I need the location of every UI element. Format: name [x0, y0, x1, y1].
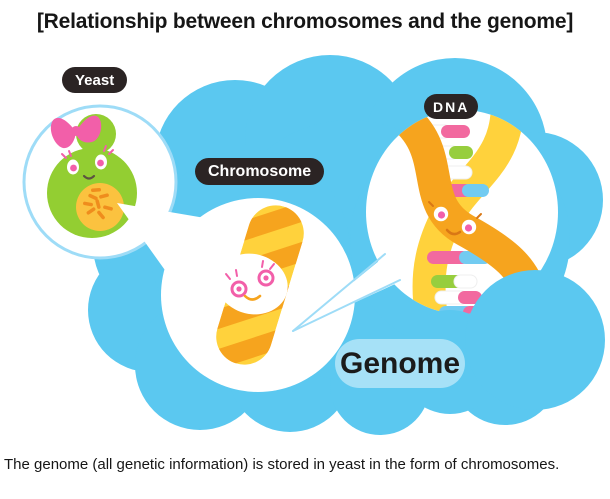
dna-right-pupil [464, 224, 473, 232]
bow-knot [71, 126, 81, 136]
bow-right-loop [76, 115, 102, 143]
label-chromosome: Chromosome [195, 158, 325, 185]
pointer-chromosome-to-dna [292, 252, 408, 332]
dna-character [380, 110, 549, 314]
pointer-wedge [293, 252, 408, 331]
label-genome: Genome [335, 339, 465, 388]
yeast-character [47, 114, 137, 238]
dna-mouth [445, 228, 462, 236]
label-yeast: Yeast [62, 67, 128, 93]
yeast-face [61, 145, 114, 180]
dna-rung [431, 274, 478, 289]
dna-left-pupil [437, 211, 446, 219]
caption-text: The genome (all genetic information) is … [4, 456, 560, 473]
yeast-eyelashes [61, 145, 114, 159]
nucleus-chromosome-rods [83, 187, 113, 220]
pointer-edge [292, 279, 401, 332]
yeast-left-pupil [70, 164, 77, 172]
dna-face [428, 201, 482, 236]
label-dna: DNA [424, 94, 479, 119]
chromosome-left-pupil [236, 286, 242, 292]
pointer-edge [292, 253, 386, 332]
cloud-bump [465, 270, 605, 410]
chromosome-right-pupil [263, 275, 269, 281]
bow-icon [50, 115, 102, 149]
page-title: [Relationship between chromosomes and th… [36, 10, 574, 33]
yeast-mouth [82, 174, 96, 180]
bow-left-loop [50, 117, 76, 149]
dna-strand-front [380, 110, 549, 314]
chromosome-face [216, 253, 288, 315]
yeast-right-pupil [97, 159, 104, 167]
pointer-yeast-to-chromosome [117, 203, 205, 280]
chromosome-mouth [243, 294, 262, 301]
dna-rung [434, 290, 482, 305]
chromosome-eyelashes [225, 260, 275, 280]
dna-eyelashes [428, 201, 482, 219]
